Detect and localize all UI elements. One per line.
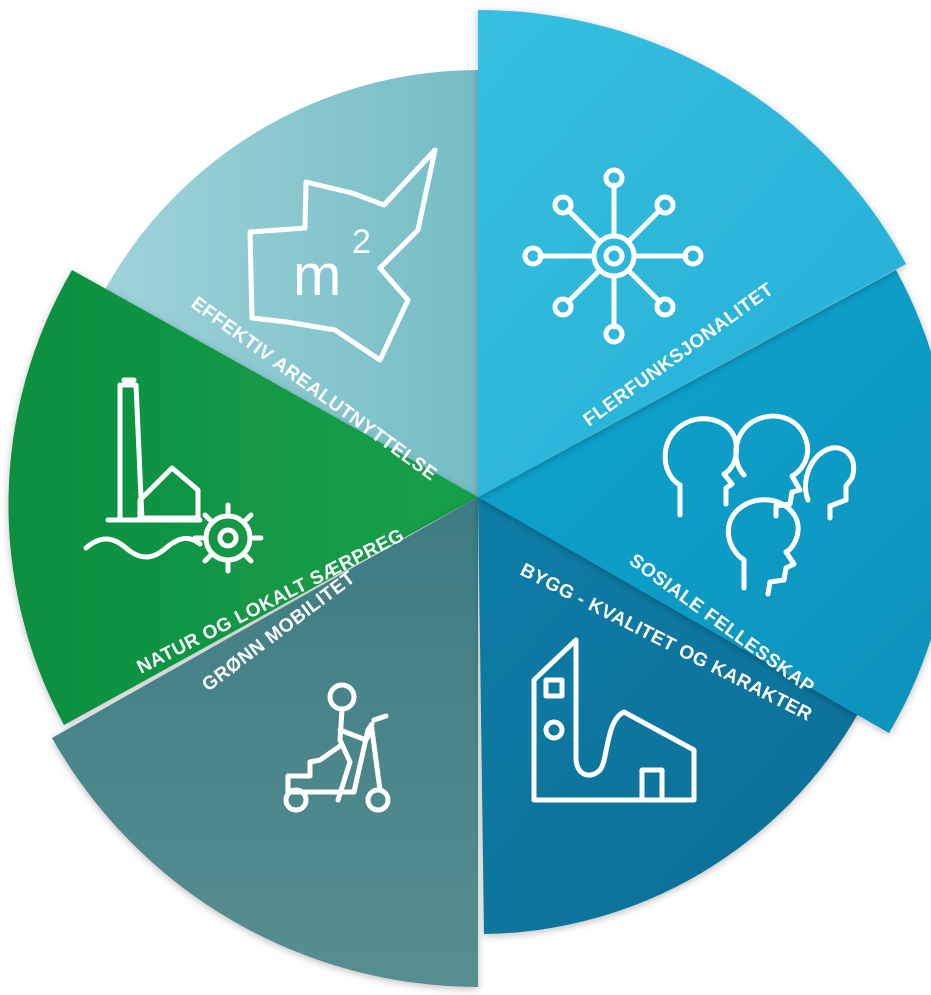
- m2-superscript: 2: [352, 223, 371, 261]
- chimney-waterwheel-icon: [83, 377, 264, 574]
- people-heads-icon: [662, 413, 856, 597]
- scooter-rider-icon: [283, 682, 391, 813]
- segment-flerfunksjonalitet: [478, 9, 906, 497]
- segment-bygg: [478, 497, 859, 934]
- segment-sosiale: [478, 270, 931, 733]
- network-hub-icon: [522, 167, 704, 345]
- segment-effektiv: [102, 70, 478, 497]
- m2-letter: m: [293, 243, 341, 308]
- building-icon: [531, 637, 697, 803]
- floor-area-m2-icon: m 2: [247, 147, 438, 363]
- segment-gronn: [52, 497, 478, 987]
